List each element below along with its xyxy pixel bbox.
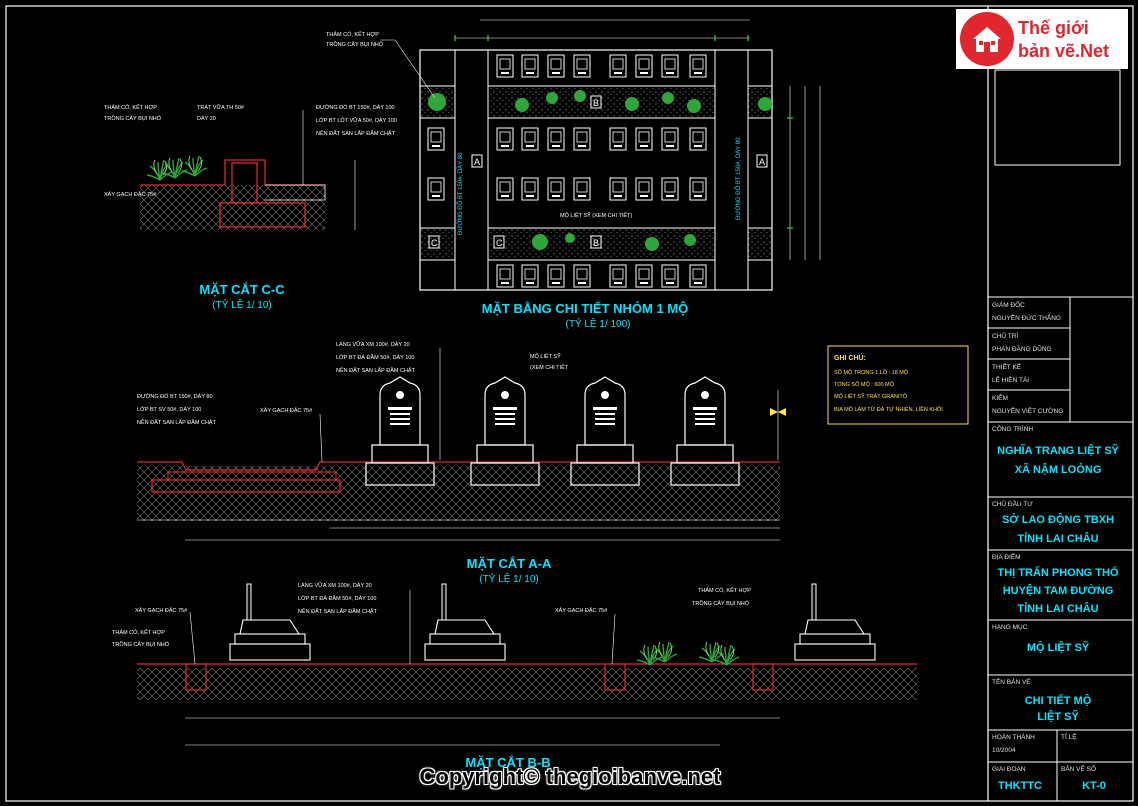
cc-scale: (TỶ LỆ 1/ 10): [212, 298, 271, 311]
tb-giam-doc: NGUYỄN ĐỨC THẮNG: [992, 313, 1061, 322]
cc-note-5: ĐƯỜNG ĐỔ BT 150#, DÀY 100: [316, 104, 395, 111]
plan-note-grass-2: TRỒNG CÂY BỤI NHỎ: [326, 41, 384, 48]
aa-note-8: MỘ LIỆT SỸ: [530, 352, 561, 360]
cc-note-4: DÀY 20: [197, 115, 216, 122]
tb-cong-trinh-2: XÃ NẬM LOỎNG: [1015, 463, 1102, 476]
plan-road-right: ĐƯỜNG ĐỔ BT 150#, DÀY 80: [735, 137, 742, 220]
tb-dia-diem-label: ĐỊA ĐIỂM: [992, 552, 1021, 561]
aa-title: MẶT CẮT A-A: [467, 556, 552, 571]
aa-note-5: LỚP BT SV 50#, DÀY 100: [137, 406, 201, 413]
cc-note-7: NỀN ĐẤT SAN LẤP ĐẦM CHẶT: [316, 130, 396, 137]
tb-chu-tri-label: CHỦ TRÌ: [992, 331, 1018, 340]
aa-note-7: XÂY GẠCH ĐẶC 75#: [260, 407, 313, 414]
bb-note-8: THẢM CỎ, KẾT HỢP: [698, 587, 751, 594]
tb-kiem: NGUYỄN VIỆT CƯỜNG: [992, 406, 1063, 415]
tb-hang-muc-label: HẠNG MỤC: [992, 624, 1028, 631]
cc-note-2: TRỒNG CÂY BỤI NHỎ: [104, 115, 162, 122]
plan-mark-a-left: A: [474, 157, 480, 167]
bb-note-7: XÂY GẠCH ĐẶC 75#: [555, 607, 608, 614]
tb-kiem-label: KIỂM: [992, 393, 1008, 402]
tb-cong-trinh-label: CÔNG TRÌNH: [992, 424, 1033, 433]
notes-line-3: MỘ LIỆT SỸ TRÁT GRANITÔ: [834, 392, 908, 400]
tb-ten-ban-ve-label: TÊN BẢN VẼ: [992, 677, 1031, 686]
plan-mark-c-right: C: [496, 238, 503, 248]
plan-mark-b-bottom: B: [593, 238, 599, 248]
aa-note-4: ĐƯỜNG ĐỔ BT 150#, DÀY 80: [137, 393, 213, 400]
plan-note-tomb: MỘ LIỆT SỸ (XEM CHI TIẾT): [560, 211, 632, 219]
tb-chu-dau-tu-2: TỈNH LAI CHÂU: [1017, 532, 1098, 545]
drawing-frame: [5, 5, 1134, 802]
tb-ten-ban-ve-1: CHI TIẾT MỘ: [1025, 694, 1092, 707]
tb-thiet-ke: LÊ HIỀN TÀI: [992, 374, 1029, 384]
site-logo[interactable]: Thế giới bản vẽ.Net: [956, 9, 1128, 69]
plan-mark-c-left: C: [431, 238, 438, 248]
tb-dia-diem-3: TỈNH LAI CHÂU: [1017, 602, 1098, 615]
tb-hoan-thanh: 10/2004: [992, 747, 1016, 754]
aa-note-9: (XEM CHI TIẾT: [530, 364, 569, 371]
logo-text-line-2: bản vẽ.Net: [1018, 41, 1110, 61]
copyright-watermark: Copyright© thegioibanve.net: [419, 764, 721, 789]
notes-heading: GHI CHÚ:: [834, 353, 866, 362]
notes-box: GHI CHÚ: SỐ MỘ TRONG 1 LÔ : 18 MỘ TỔNG S…: [827, 345, 969, 425]
plan-title: MẶT BẰNG CHI TIẾT NHÓM 1 MỘ: [482, 301, 689, 316]
tb-cong-trinh-1: NGHĨA TRANG LIỆT SỸ: [997, 444, 1119, 457]
bb-note-2: LỚP BT ĐÁ ĐẦM 50#, DÀY 100: [298, 595, 376, 602]
aa-note-6: NỀN ĐẤT SAN LẤP ĐẦM CHẶT: [137, 419, 217, 426]
tb-chu-tri: PHAN ĐĂNG DŨNG: [992, 344, 1052, 353]
tb-dia-diem-1: THỊ TRẤN PHONG THỔ: [998, 566, 1119, 579]
section-bb: LÁNG VỮA XM 100#, DÀY 20 LỚP BT ĐÁ ĐẦM 5…: [112, 582, 917, 770]
tb-ten-ban-ve-2: LIỆT SỸ: [1037, 710, 1079, 723]
bb-note-3: NỀN ĐẤT SAN LẤP ĐẦM CHẶT: [298, 608, 378, 615]
plan-mark-b-top: B: [593, 98, 599, 108]
cc-note-1: THẢM CỎ, KẾT HỢP: [104, 104, 157, 111]
plan-mark-a-right: A: [759, 157, 765, 167]
tb-ban-ve-so: KT-0: [1082, 780, 1106, 792]
aa-scale: (TỶ LỆ 1/ 10): [479, 572, 538, 585]
notes-line-2: TỔNG SỐ MỘ : 600 MỘ: [834, 381, 895, 388]
tb-giai-doan: THKTTC: [998, 780, 1042, 792]
logo-text-line-1: Thế giới: [1018, 18, 1089, 38]
notes-line-1: SỐ MỘ TRONG 1 LÔ : 18 MỘ: [834, 369, 909, 376]
bb-note-5: THẢM CỎ, KẾT HỢP: [112, 629, 165, 636]
cc-note-6: LỚP BT LÓT VỮA 50#, DÀY 100: [316, 117, 397, 124]
plan-scale: (TỶ LỆ 1/ 100): [565, 317, 630, 330]
section-aa: LÁNG VỮA XM 100#, DÀY 20 LỚP BT ĐÁ ĐẦM 5…: [137, 341, 786, 585]
aa-note-1: LÁNG VỮA XM 100#, DÀY 20: [336, 341, 410, 348]
tb-thiet-ke-label: THIẾT KẾ: [992, 361, 1022, 371]
bb-note-4: XÂY GẠCH ĐẶC 75#: [135, 607, 188, 614]
plan-road-left: ĐƯỜNG ĐỔ BT 150#, DÀY 80: [457, 152, 464, 235]
tb-hoan-thanh-label: HOÀN THÀNH: [992, 732, 1035, 741]
notes-line-4: BIA MỘ LÀM TỪ ĐÁ TỰ NHIÊN, LIỀN KHỐI: [834, 405, 943, 413]
bb-note-6: TRỒNG CÂY BỤI NHỎ: [112, 641, 170, 648]
cc-note-3: TRÁT VỮA TH 50#: [197, 104, 245, 111]
tb-chu-dau-tu-label: CHỦ ĐẦU TƯ: [992, 498, 1033, 508]
aa-note-2: LỚP BT ĐÁ ĐẦM 50#, DÀY 100: [336, 354, 414, 361]
aa-note-3: NỀN ĐẤT SAN LẤP ĐẦM CHẶT: [336, 367, 416, 374]
section-cc: THẢM CỎ, KẾT HỢP TRỒNG CÂY BỤI NHỎ TRÁT …: [104, 104, 397, 311]
cc-title: MẶT CẮT C-C: [199, 282, 285, 297]
tb-dia-diem-2: HUYỆN TAM ĐƯỜNG: [1003, 584, 1114, 597]
tb-chu-dau-tu-1: SỞ LAO ĐỘNG TBXH: [1002, 513, 1114, 526]
plan-view: THẢM CỎ, KẾT HỢP TRỒNG CÂY BỤI NHỎ MỘ LI…: [326, 19, 821, 330]
bb-title: MẶT CẮT B-B: [465, 755, 550, 770]
tb-hang-muc: MỘ LIỆT SỸ: [1027, 641, 1090, 654]
tb-giai-doan-label: GIAI ĐOẠN: [992, 766, 1026, 773]
cc-note-8: XÂY GẠCH ĐẶC 75#: [104, 191, 157, 198]
tb-ti-le-label: TỈ LỆ: [1061, 732, 1077, 741]
plan-note-grass: THẢM CỎ, KẾT HỢP: [326, 31, 379, 38]
bb-note-9: TRỒNG CÂY BỤI NHỎ: [692, 600, 750, 607]
title-block: GIÁM ĐỐC NGUYỄN ĐỨC THẮNG CHỦ TRÌ PHAN Đ…: [988, 69, 1133, 801]
tb-giam-doc-label: GIÁM ĐỐC: [992, 299, 1025, 309]
bb-note-1: LÁNG VỮA XM 100#, DÀY 20: [298, 582, 372, 589]
house-icon: [960, 12, 1014, 66]
tb-ban-ve-so-label: BẢN VẼ SỐ: [1061, 763, 1096, 773]
